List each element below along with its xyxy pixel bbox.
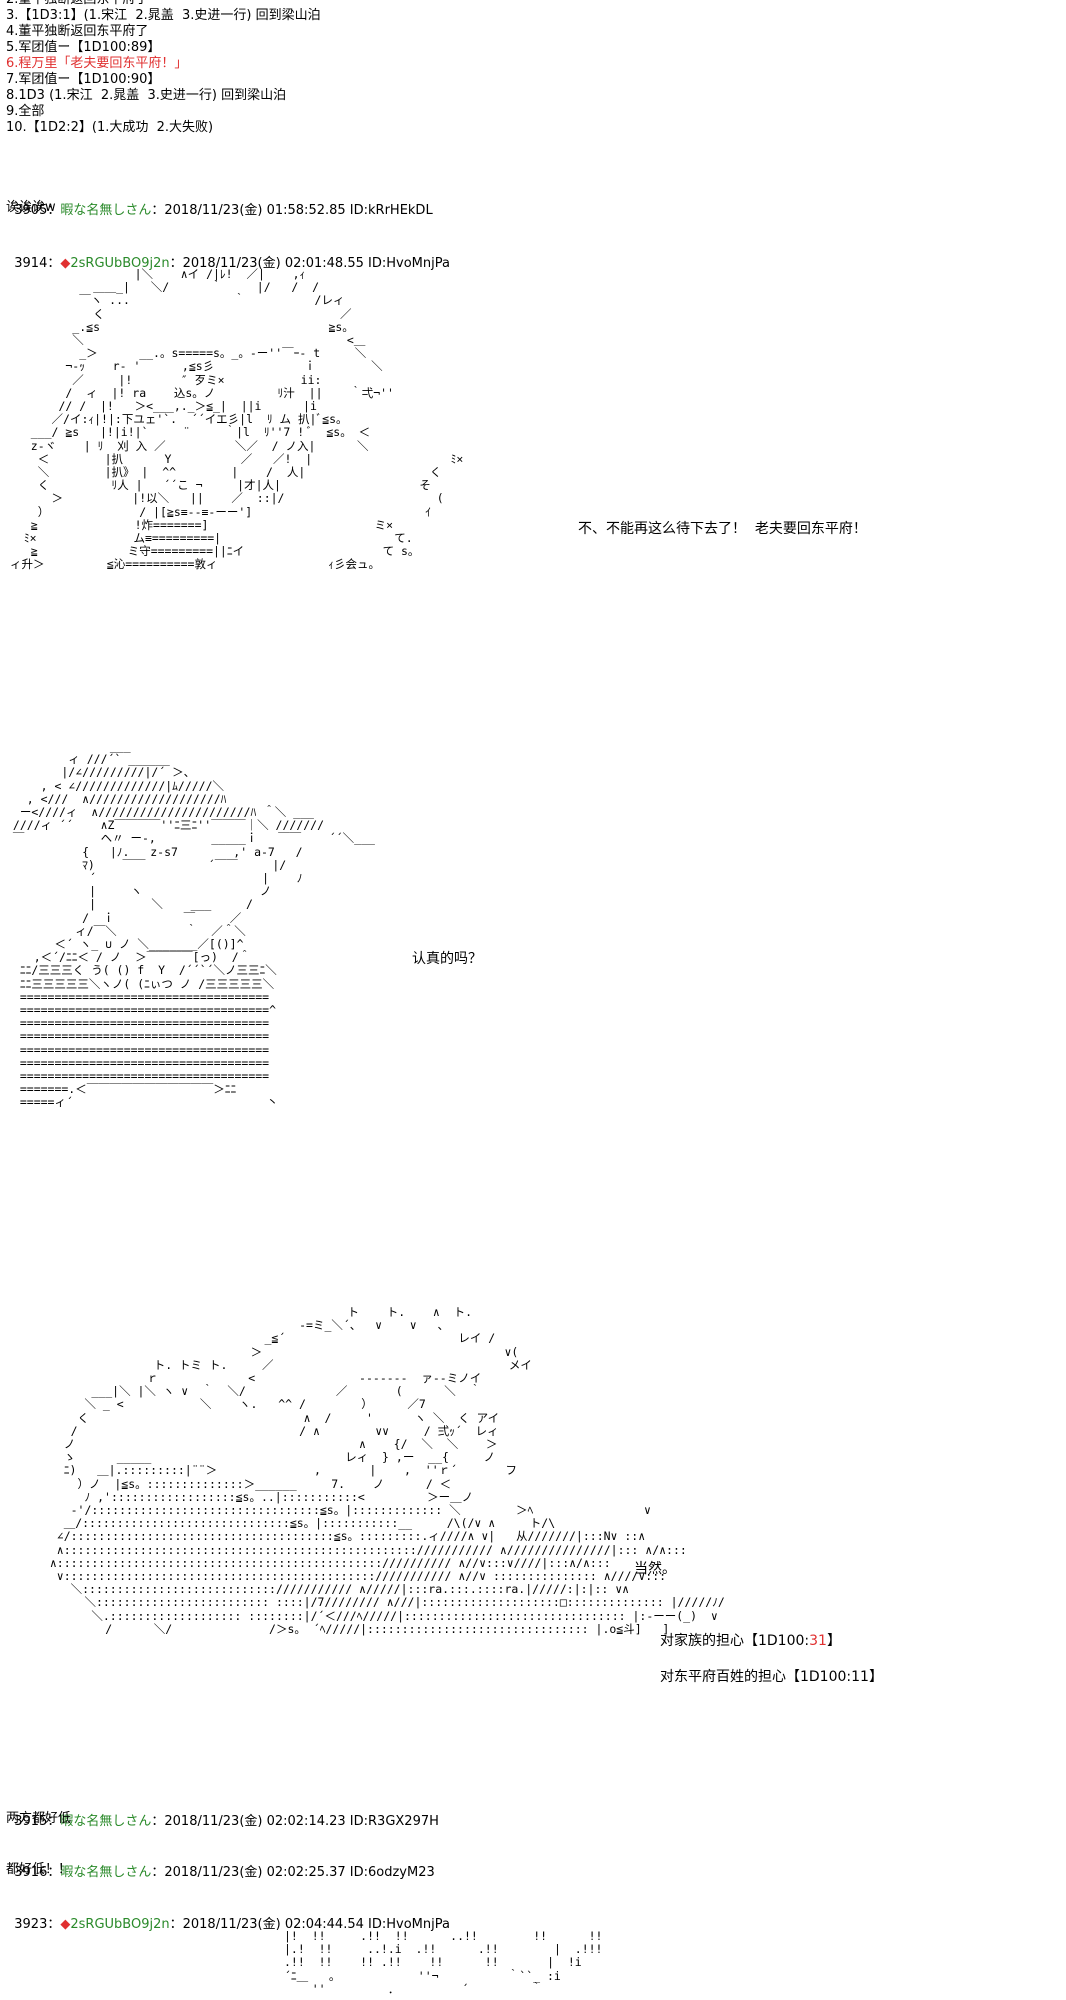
post-header: 3916：暇な名無しさん：2018/11/23(金) 02:02:25.37 I… (6, 1846, 435, 1880)
list-item: 5.军团值ー【1D100:89】 (6, 40, 161, 55)
ascii-art-face-2: ___ ィ ///´` ______ |/∠/////////|/´ ＞、 , … (12, 739, 375, 1110)
speech-line: 当然。 (634, 1561, 676, 1577)
post-header: 3923：◆2sRGUbBO9j2n：2018/11/23(金) 02:04:4… (6, 1898, 450, 1932)
post-body: 诶诶诶w (6, 200, 56, 215)
poster-name: 暇な名無しさん (60, 203, 152, 218)
list-item: 8.1D3 (1.宋江 2.晁盖 3.史进一行) 回到梁山泊 (6, 88, 287, 103)
speech-line: 不、不能再这么待下去了！ 老夫要回东平府！ (578, 521, 867, 537)
list-item: 3.【1D3:1】(1.宋江 2.晁盖 3.史进一行) 回到梁山泊 (6, 8, 321, 23)
post-header: 3914：◆2sRGUbBO9j2n：2018/11/23(金) 02:01:4… (6, 237, 450, 271)
separator: ： (47, 203, 61, 218)
post-meta: ：2018/11/23(金) 02:02:14.23 ID:R3GX297H (151, 1814, 439, 1829)
ascii-art-face-3: ト ト. ∧ ト. -=ミ_＼´、 ∨ ∨ 、 _≦´ レイ / ＞ (49, 1305, 725, 1636)
poster-name: 暇な名無しさん (60, 1814, 152, 1829)
list-item: 4.董平独断返回东平府了 (6, 24, 149, 39)
post-header: 3905：暇な名無しさん：2018/11/23(金) 01:58:52.85 I… (6, 184, 433, 218)
ascii-art-face-4: |! !! .!! !! ..!! !! !! |.! !! ..!.i .!!… (284, 1929, 603, 1996)
ascii-art-face-1: |＼ ∧イ /|ﾚ! ／| ,ｨ ＿＿_| ＼/ ｀ |/ / / ￣ヽ ...… (10, 267, 464, 572)
list-item: 9.全部 (6, 104, 45, 119)
post-meta: ：2018/11/23(金) 02:02:25.37 ID:6odzyM23 (151, 1865, 435, 1880)
separator: ： (47, 1865, 61, 1880)
post-meta: ：2018/11/23(金) 02:04:44.54 ID:HvoMnjPa (169, 1917, 450, 1932)
post-header: 3915：暇な名無しさん：2018/11/23(金) 02:02:14.23 I… (6, 1795, 439, 1829)
poster-name: 暇な名無しさん (60, 1865, 152, 1880)
post-number[interactable]: 3915 (14, 1814, 48, 1829)
separator: ： (47, 1814, 61, 1829)
post-number[interactable]: 3923 (14, 1917, 48, 1932)
dice-close: 】 (826, 1633, 841, 1649)
separator: ： (47, 1917, 61, 1932)
poster-name: 2sRGUbBO9j2n (70, 256, 170, 271)
list-item: 7.军团值ー【1D100:90】 (6, 72, 161, 87)
list-item: 6.程万里「老夫要回东平府！」 (6, 56, 188, 71)
speech-line: 对东平府百姓的担心【1D100:11】 (660, 1669, 883, 1685)
dice-value: 31 (809, 1633, 827, 1649)
list-item: 10.【1D2:2】(1.大成功 2.大失败) (6, 120, 214, 135)
post-body: 两方都好低 (6, 1811, 72, 1826)
post-number[interactable]: 3905 (14, 203, 48, 218)
poster-name: 2sRGUbBO9j2n (70, 1917, 170, 1932)
trip-diamond-icon: ◆ (60, 1917, 71, 1932)
speech-line: 认真的吗？ (412, 951, 482, 967)
separator: ： (47, 256, 61, 271)
trip-diamond-icon: ◆ (60, 256, 71, 271)
speech-line: 对家族的担心【1D100:31】 (660, 1632, 841, 1650)
post-body: 都好低！！ (6, 1862, 72, 1877)
post-number[interactable]: 3916 (14, 1865, 48, 1880)
post-meta: ：2018/11/23(金) 01:58:52.85 ID:kRrHEkDL (151, 203, 433, 218)
post-number[interactable]: 3914 (14, 256, 48, 271)
list-item: 2.董平独断返回东平府了 (6, 0, 148, 8)
post-meta: ：2018/11/23(金) 02:01:48.55 ID:HvoMnjPa (169, 256, 450, 271)
dice-label: 对家族的担心【1D100: (660, 1633, 810, 1649)
